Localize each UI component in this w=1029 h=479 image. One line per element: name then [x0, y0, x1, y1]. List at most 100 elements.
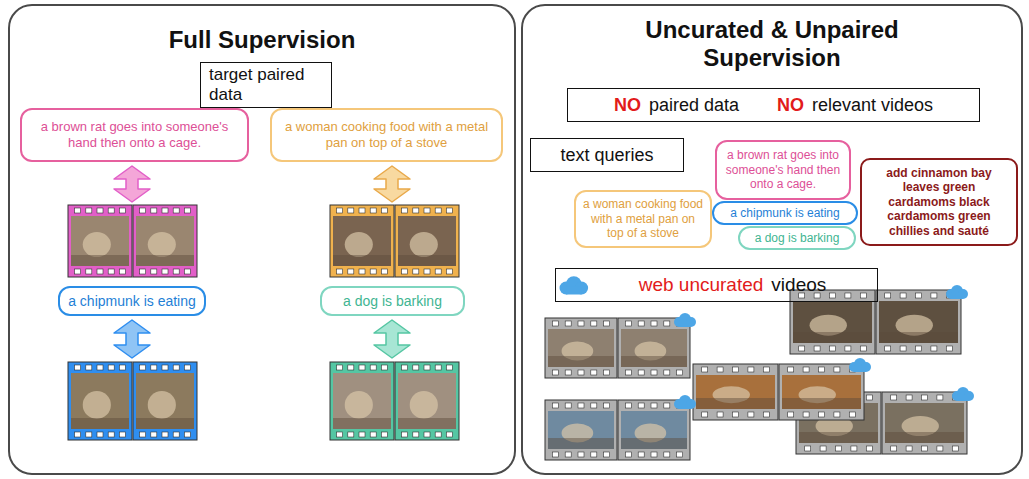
- sprocket-hole: [151, 208, 157, 213]
- sprocket-hole: [763, 367, 769, 372]
- video-still-subject: [83, 232, 111, 257]
- film-frame: [618, 400, 690, 460]
- emphasis-word: NO: [777, 95, 804, 116]
- video-still-ground: [136, 418, 194, 429]
- sprocket-hole: [151, 432, 157, 437]
- sprocket-hole: [413, 208, 419, 213]
- film-frame: [790, 290, 875, 354]
- video-still-subject: [148, 232, 176, 257]
- cloud-icon: [679, 403, 691, 409]
- sprocket-hole: [664, 403, 670, 408]
- sprocket-hole: [891, 446, 897, 451]
- sprocket-hole: [75, 269, 81, 274]
- film-frame: [68, 362, 132, 440]
- video-still: [333, 373, 391, 429]
- sprocket-hole: [906, 446, 912, 451]
- video-still: [621, 411, 687, 449]
- video-still: [782, 375, 861, 409]
- sprocket-hole: [866, 446, 872, 451]
- sprocket-hole: [75, 365, 81, 370]
- film-frame: [395, 205, 459, 277]
- video-still: [885, 403, 964, 443]
- sprocket-hole: [402, 269, 408, 274]
- sprocket-hole: [651, 370, 657, 375]
- caption-bubble: a woman cooking food with a metal pan on…: [574, 190, 712, 248]
- sprocket-hole: [591, 370, 597, 375]
- sprocket-hole: [885, 346, 891, 351]
- sprocket-hole: [803, 367, 809, 372]
- label-box: NOpaired dataNOrelevant videos: [567, 88, 980, 122]
- sprocket-hole: [916, 346, 922, 351]
- video-still-subject: [345, 391, 373, 419]
- sprocket-hole: [348, 208, 354, 213]
- sprocket-hole: [604, 403, 610, 408]
- film-frame: [133, 205, 197, 277]
- sprocket-hole: [552, 403, 558, 408]
- sprocket-hole: [702, 412, 708, 417]
- sprocket-hole: [446, 365, 452, 370]
- video-still: [696, 375, 775, 409]
- sprocket-hole: [86, 208, 92, 213]
- sprocket-hole: [717, 367, 723, 372]
- video-still-subject: [410, 232, 438, 257]
- caption-bubble: add cinnamon bay leaves green cardamoms …: [860, 158, 1018, 246]
- cloud-icon: [679, 321, 691, 327]
- sprocket-hole: [578, 321, 584, 326]
- video-still-ground: [799, 432, 878, 443]
- sprocket-hole: [370, 432, 376, 437]
- sprocket-hole: [733, 412, 739, 417]
- pairing-arrow: [114, 320, 150, 358]
- video-still-ground: [782, 398, 861, 409]
- video-still-subject: [345, 232, 373, 257]
- sprocket-hole: [359, 365, 365, 370]
- sprocket-hole: [651, 403, 657, 408]
- sprocket-hole: [359, 269, 365, 274]
- sprocket-hole: [370, 365, 376, 370]
- sprocket-hole: [922, 446, 928, 451]
- sprocket-hole: [424, 269, 430, 274]
- text-query: a chipmunk is eating: [730, 206, 839, 220]
- sprocket-hole: [565, 403, 571, 408]
- sprocket-hole: [638, 403, 644, 408]
- sprocket-hole: [348, 269, 354, 274]
- sprocket-hole: [337, 269, 343, 274]
- sprocket-hole: [885, 293, 891, 298]
- video-still-ground: [793, 332, 872, 343]
- sprocket-hole: [805, 446, 811, 451]
- sprocket-hole: [664, 452, 670, 457]
- sprocket-hole: [851, 446, 857, 451]
- sprocket-hole: [381, 269, 387, 274]
- sprocket-hole: [906, 395, 912, 400]
- sprocket-hole: [370, 208, 376, 213]
- emphasis-word: NO: [614, 95, 641, 116]
- caption-bubble: a brown rat goes into someone's hand the…: [715, 140, 851, 200]
- box-label: videos: [771, 274, 826, 296]
- film-frame: [876, 290, 961, 354]
- sprocket-hole: [424, 208, 430, 213]
- sprocket-hole: [591, 321, 597, 326]
- sprocket-hole: [819, 367, 825, 372]
- sprocket-hole: [814, 346, 820, 351]
- sprocket-hole: [552, 370, 558, 375]
- sprocket-hole: [866, 395, 872, 400]
- sprocket-hole: [834, 412, 840, 417]
- sprocket-hole: [922, 395, 928, 400]
- sprocket-hole: [803, 412, 809, 417]
- sprocket-hole: [799, 346, 805, 351]
- caption-bubble: a woman cooking food with a metal pan on…: [270, 108, 503, 162]
- sprocket-hole: [173, 269, 179, 274]
- film-frame: [330, 362, 394, 440]
- sprocket-hole: [836, 446, 842, 451]
- sprocket-hole: [748, 367, 754, 372]
- sprocket-hole: [337, 208, 343, 213]
- sprocket-hole: [552, 321, 558, 326]
- cloud-icon: [951, 293, 963, 299]
- sprocket-hole: [578, 370, 584, 375]
- text-query: a chipmunk is eating: [68, 293, 196, 310]
- sprocket-hole: [664, 370, 670, 375]
- sprocket-hole: [625, 452, 631, 457]
- sprocket-hole: [946, 346, 952, 351]
- sprocket-hole: [651, 321, 657, 326]
- sprocket-hole: [184, 365, 190, 370]
- sprocket-hole: [900, 346, 906, 351]
